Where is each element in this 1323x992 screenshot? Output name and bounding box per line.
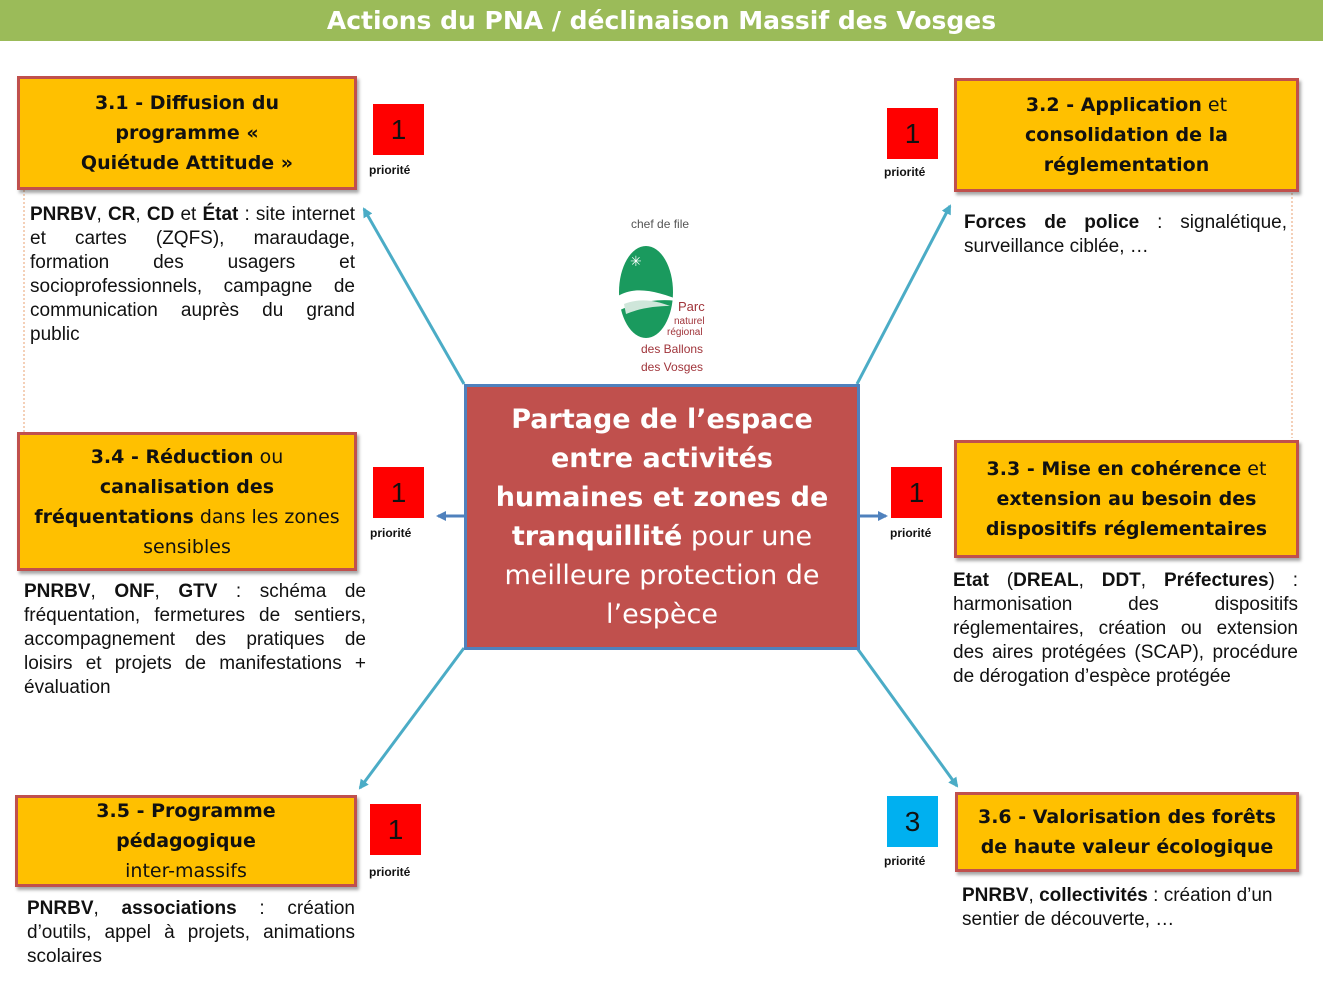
action-title-3-4: 3.4 - Réduction ou canalisation des fréq…	[34, 445, 340, 558]
central-theme-box: Partage de l’espace entre activités huma…	[464, 384, 860, 650]
arrow-to-3-6	[855, 647, 959, 788]
action-box-3-1: 3.1 - Diffusion du programme « Quiétude …	[17, 76, 357, 190]
chef-de-file-label: chef de file	[631, 217, 690, 231]
priority-badge-3-4: 1	[373, 467, 424, 518]
logo-text-4: des Ballons	[641, 342, 703, 356]
priority-badge-3-5: 1	[370, 804, 421, 855]
action-title-3-1: 3.1 - Diffusion du programme « Quiétude …	[80, 92, 294, 174]
logo-text-2: naturel	[674, 316, 705, 327]
priority-label-3-2: priorité	[884, 165, 926, 179]
action-desc-3-1: PNRBV, CR, CD et État : site internet et…	[30, 204, 356, 345]
priority-badge-3-6: 3	[887, 796, 938, 847]
arrow-to-3-2	[855, 204, 952, 385]
arrow-to-3-5	[358, 647, 466, 790]
priority-label-3-5: priorité	[369, 865, 411, 879]
action-desc-3-6: PNRBV, collectivités : création d’un sen…	[962, 885, 1273, 930]
priority-label-3-6: priorité	[884, 854, 926, 868]
action-title-3-2: 3.2 - Application et consolidation de la…	[1025, 94, 1228, 176]
action-title-3-6: 3.6 - Valorisation des forêts de haute v…	[977, 806, 1276, 858]
priority-badge-3-1: 1	[373, 104, 424, 155]
priority-label-3-3: priorité	[890, 526, 932, 540]
priority-badge-3-3: 1	[891, 467, 942, 518]
priority-badge-3-2: 1	[887, 108, 938, 159]
priority-label-3-1: priorité	[369, 163, 411, 177]
action-desc-3-2: Forces de police : signalétique, surveil…	[964, 212, 1287, 257]
action-box-3-6: 3.6 - Valorisation des forêts de haute v…	[955, 792, 1299, 872]
action-box-3-4: 3.4 - Réduction ou canalisation des fréq…	[17, 432, 357, 571]
svg-text:✳: ✳	[630, 254, 642, 270]
action-desc-3-4: PNRBV, ONF, GTV : schéma de fréquentatio…	[24, 581, 366, 698]
action-box-3-2: 3.2 - Application et consolidation de la…	[954, 78, 1299, 192]
park-logo-icon: ✳ Parc naturel régional des Ballons des …	[618, 246, 705, 374]
arrow-to-3-1	[362, 207, 466, 385]
logo-text-5: des Vosges	[641, 360, 703, 374]
central-theme-bold: Partage de l’espace entre activités huma…	[495, 404, 829, 552]
action-title-3-3: 3.3 - Mise en cohérence et extension au …	[985, 458, 1268, 540]
logo-text-3: régional	[667, 327, 703, 338]
logo-text-1: Parc	[678, 299, 705, 314]
action-box-3-3: 3.3 - Mise en cohérence et extension au …	[954, 440, 1299, 558]
central-theme-text: pour une meilleure protection de l’espèc…	[504, 521, 820, 630]
action-desc-3-5: PNRBV, associations : création d’outils,…	[27, 898, 356, 967]
priority-label-3-4: priorité	[370, 526, 412, 540]
page-title: Actions du PNA / déclinaison Massif des …	[0, 0, 1323, 41]
action-desc-3-3: Etat (DREAL, DDT, Préfectures) : harmoni…	[953, 570, 1298, 687]
